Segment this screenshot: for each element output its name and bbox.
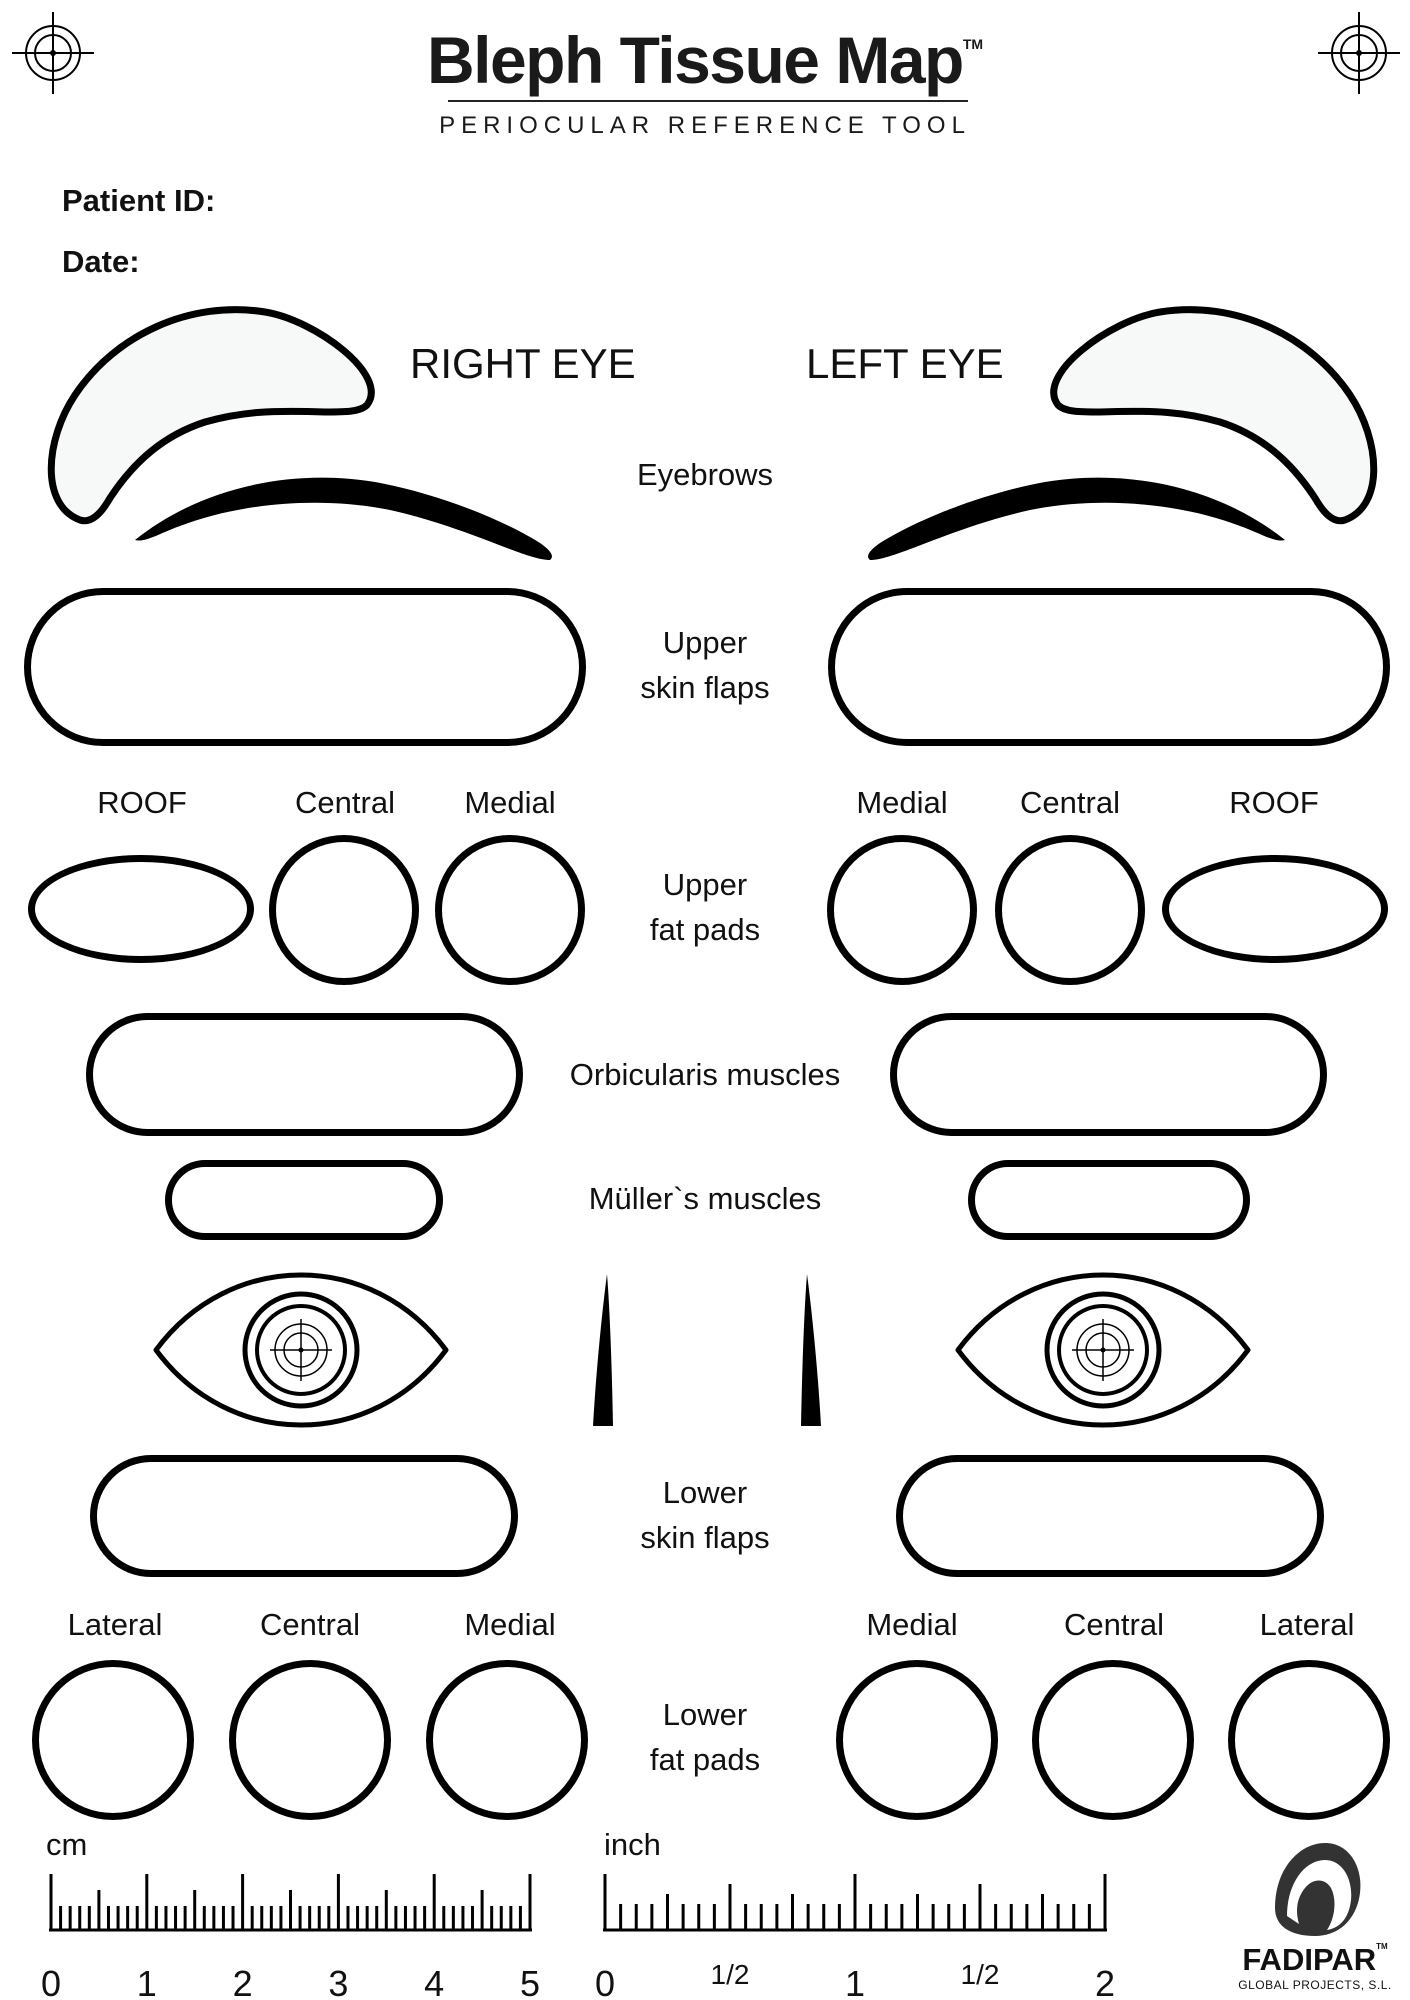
right-upper-pad-label-2: Central bbox=[295, 785, 395, 820]
left-lower-central-pad[interactable] bbox=[1032, 1660, 1194, 1820]
brand-tagline: GLOBAL PROJECTS, S.L. bbox=[1238, 1978, 1392, 1992]
right-muller-muscle[interactable] bbox=[165, 1160, 443, 1240]
brand-name: FADIPARTM bbox=[1225, 1942, 1405, 1978]
upper-skin-flaps-line-1: Upper bbox=[662, 625, 748, 660]
inch-ruler-number: 1/2 bbox=[711, 1959, 750, 1990]
left-lower-medial-pad[interactable] bbox=[836, 1660, 998, 1820]
right-upper-central-pad[interactable] bbox=[269, 835, 419, 985]
left-upper-central-pad[interactable] bbox=[995, 835, 1145, 985]
brand-name-text: FADIPAR bbox=[1242, 1942, 1377, 1977]
left-upper-roof-pad[interactable] bbox=[1162, 855, 1388, 963]
title-text: Bleph Tissue Map bbox=[426, 23, 964, 97]
left-muller-muscle[interactable] bbox=[968, 1160, 1250, 1240]
left-eye-icon bbox=[955, 1272, 1251, 1428]
inch-ruler-number: 0 bbox=[595, 1963, 615, 2000]
left-orbicularis-muscle[interactable] bbox=[890, 1013, 1327, 1136]
registration-mark-right bbox=[1318, 12, 1400, 94]
left-eyebrow-icon bbox=[868, 477, 1285, 560]
right-lower-medial-pad[interactable] bbox=[426, 1660, 588, 1820]
right-lower-skin-flap[interactable] bbox=[90, 1455, 518, 1577]
patient-id-label: Patient ID: bbox=[62, 183, 216, 218]
right-lower-pad-label-1: Lateral bbox=[67, 1607, 163, 1642]
upper-fat-pads-line-2: fat pads bbox=[649, 912, 761, 947]
left-upper-pad-label-2: Central bbox=[1020, 785, 1120, 820]
right-eyebrow-icon bbox=[135, 477, 552, 560]
upper-fat-pads-label: Upper fat pads bbox=[555, 862, 855, 952]
cm-ruler-number: 0 bbox=[41, 1963, 61, 2000]
inch-ruler: 0 1/2 1 1/2 2 bbox=[595, 1874, 1115, 2000]
left-upper-skin-flap[interactable] bbox=[828, 588, 1390, 746]
nose-right-mark-icon bbox=[801, 1274, 821, 1426]
lower-fat-pads-label: Lower fat pads bbox=[555, 1692, 855, 1782]
left-upper-pad-label-1: Medial bbox=[856, 785, 948, 820]
date-label: Date: bbox=[62, 244, 140, 279]
inch-ruler-number: 1/2 bbox=[961, 1959, 1000, 1990]
cm-ruler-number: 4 bbox=[424, 1963, 444, 2000]
left-lower-lateral-pad[interactable] bbox=[1228, 1660, 1390, 1820]
right-lower-pad-label-2: Central bbox=[260, 1607, 360, 1642]
right-upper-pad-label-1: ROOF bbox=[97, 785, 187, 820]
inch-ruler-unit-label: inch bbox=[604, 1827, 661, 1862]
title-divider bbox=[448, 100, 968, 102]
cm-ruler-number: 3 bbox=[328, 1963, 348, 2000]
lower-fat-pads-line-1: Lower bbox=[662, 1697, 748, 1732]
lower-skin-flaps-line-2: skin flaps bbox=[640, 1520, 770, 1555]
inch-ruler-number: 2 bbox=[1095, 1963, 1115, 2000]
right-upper-skin-flap[interactable] bbox=[24, 588, 586, 746]
right-eye-heading: RIGHT EYE bbox=[410, 340, 636, 387]
upper-skin-flaps-label: Upper skin flaps bbox=[555, 620, 855, 710]
right-lower-lateral-pad[interactable] bbox=[32, 1660, 194, 1820]
left-eye-heading: LEFT EYE bbox=[806, 340, 1004, 387]
left-upper-pad-label-3: ROOF bbox=[1229, 785, 1319, 820]
eyebrows-label: Eyebrows bbox=[636, 457, 774, 492]
right-orbicularis-muscle[interactable] bbox=[86, 1013, 523, 1136]
cm-ruler-number: 5 bbox=[520, 1963, 540, 2000]
orbicularis-label: Orbicularis muscles bbox=[569, 1057, 841, 1092]
upper-skin-flaps-line-2: skin flaps bbox=[640, 670, 770, 705]
lower-skin-flaps-line-1: Lower bbox=[662, 1475, 748, 1510]
title-trademark: TM bbox=[962, 36, 984, 52]
right-eye-icon bbox=[153, 1272, 449, 1428]
brand-trademark: TM bbox=[1376, 1942, 1388, 1951]
right-upper-medial-pad[interactable] bbox=[435, 835, 585, 985]
right-lower-central-pad[interactable] bbox=[229, 1660, 391, 1820]
right-lower-pad-label-3: Medial bbox=[464, 1607, 556, 1642]
fadipar-logo-icon bbox=[1275, 1843, 1361, 1936]
cm-ruler-number: 2 bbox=[233, 1963, 253, 2000]
upper-fat-pads-line-1: Upper bbox=[662, 867, 748, 902]
inch-ruler-number: 1 bbox=[845, 1963, 865, 2000]
muller-label: Müller`s muscles bbox=[588, 1181, 822, 1216]
left-lower-pad-label-1: Medial bbox=[866, 1607, 958, 1642]
date-field[interactable]: Date: bbox=[62, 244, 150, 280]
registration-mark-left bbox=[12, 12, 94, 94]
left-lower-skin-flap[interactable] bbox=[896, 1455, 1324, 1577]
right-upper-pad-label-3: Medial bbox=[464, 785, 556, 820]
nose-left-mark-icon bbox=[593, 1274, 613, 1426]
left-lower-pad-label-3: Lateral bbox=[1259, 1607, 1355, 1642]
right-upper-roof-pad[interactable] bbox=[28, 855, 254, 963]
lower-fat-pads-line-2: fat pads bbox=[649, 1742, 761, 1777]
patient-id-field[interactable]: Patient ID: bbox=[62, 183, 225, 219]
lower-skin-flaps-label: Lower skin flaps bbox=[555, 1470, 855, 1560]
left-lower-pad-label-2: Central bbox=[1064, 1607, 1164, 1642]
page-title: Bleph Tissue MapTM bbox=[0, 22, 1410, 98]
left-eyebrow-tissue-shape[interactable] bbox=[1035, 300, 1385, 540]
left-upper-medial-pad[interactable] bbox=[827, 835, 977, 985]
right-eyebrow-tissue-shape[interactable] bbox=[40, 300, 390, 540]
cm-ruler: 0 1 2 3 4 5 bbox=[41, 1874, 540, 2000]
cm-ruler-number: 1 bbox=[137, 1963, 157, 2000]
cm-ruler-unit-label: cm bbox=[46, 1827, 88, 1862]
page-subtitle: PERIOCULAR REFERENCE TOOL bbox=[439, 112, 971, 139]
